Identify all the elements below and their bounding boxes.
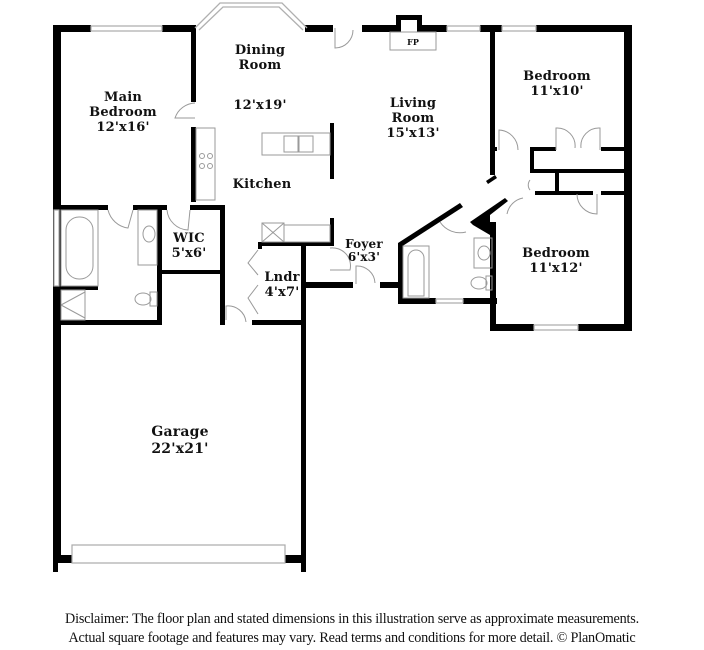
floor-plan-drawing xyxy=(53,2,632,572)
laundry-dimensions: 4'x7' xyxy=(264,285,300,300)
living-name-line-1: Living xyxy=(389,96,437,111)
room-label-living: Living Room 15'x13' xyxy=(386,96,439,141)
foyer-name: Foyer xyxy=(345,237,383,251)
bedroom-2-name: Bedroom xyxy=(522,246,590,261)
kitchen-name: Kitchen xyxy=(232,177,292,192)
main-bedroom-name-line-2: Bedroom xyxy=(89,105,157,120)
dining-name-line-2: Room xyxy=(238,58,282,73)
dining-dimensions: 12'x19' xyxy=(233,98,287,113)
room-label-wic: WIC 5'x6' xyxy=(172,231,207,261)
windows xyxy=(53,25,579,564)
disclaimer-line-1: Disclaimer: The floor plan and stated di… xyxy=(65,611,639,627)
dining-name-line-1: Dining xyxy=(234,43,286,58)
walls xyxy=(53,15,632,572)
bay-window xyxy=(194,2,308,31)
wic-name: WIC xyxy=(173,231,205,246)
room-label-bedroom-2: Bedroom 11'x12' xyxy=(522,246,590,276)
bedroom-2-dimensions: 11'x12' xyxy=(529,261,583,276)
fixtures xyxy=(60,31,493,321)
wic-dimensions: 5'x6' xyxy=(171,246,207,261)
room-label-laundry: Lndr 4'x7' xyxy=(264,270,299,300)
bedroom-1-name: Bedroom xyxy=(523,69,591,84)
room-label-main-bedroom: Main Bedroom 12'x16' xyxy=(89,90,157,135)
garage-name: Garage xyxy=(151,424,209,440)
disclaimer-line-2: Actual square footage and features may v… xyxy=(68,630,636,646)
foyer-dimensions: 6'x3' xyxy=(347,250,381,264)
disclaimer: Disclaimer: The floor plan and stated di… xyxy=(0,610,704,648)
main-bedroom-name-line-1: Main xyxy=(103,90,143,105)
room-label-foyer: Foyer 6'x3' xyxy=(345,238,383,264)
room-label-kitchen: Kitchen xyxy=(233,177,292,192)
room-label-garage: Garage 22'x21' xyxy=(151,424,208,458)
laundry-name: Lndr xyxy=(264,270,300,285)
fireplace-label: FP xyxy=(407,37,419,47)
living-dimensions: 15'x13' xyxy=(386,126,440,141)
bedroom-1-dimensions: 11'x10' xyxy=(530,84,584,99)
room-label-bedroom-1: Bedroom 11'x10' xyxy=(523,69,591,99)
garage-dimensions: 22'x21' xyxy=(151,441,209,457)
room-label-dining: Dining Room xyxy=(235,43,285,73)
room-label-dining-dim: 12'x19' xyxy=(233,98,286,113)
doors xyxy=(107,28,601,323)
living-name-line-2: Room xyxy=(391,111,435,126)
main-bedroom-dimensions: 12'x16' xyxy=(96,120,150,135)
